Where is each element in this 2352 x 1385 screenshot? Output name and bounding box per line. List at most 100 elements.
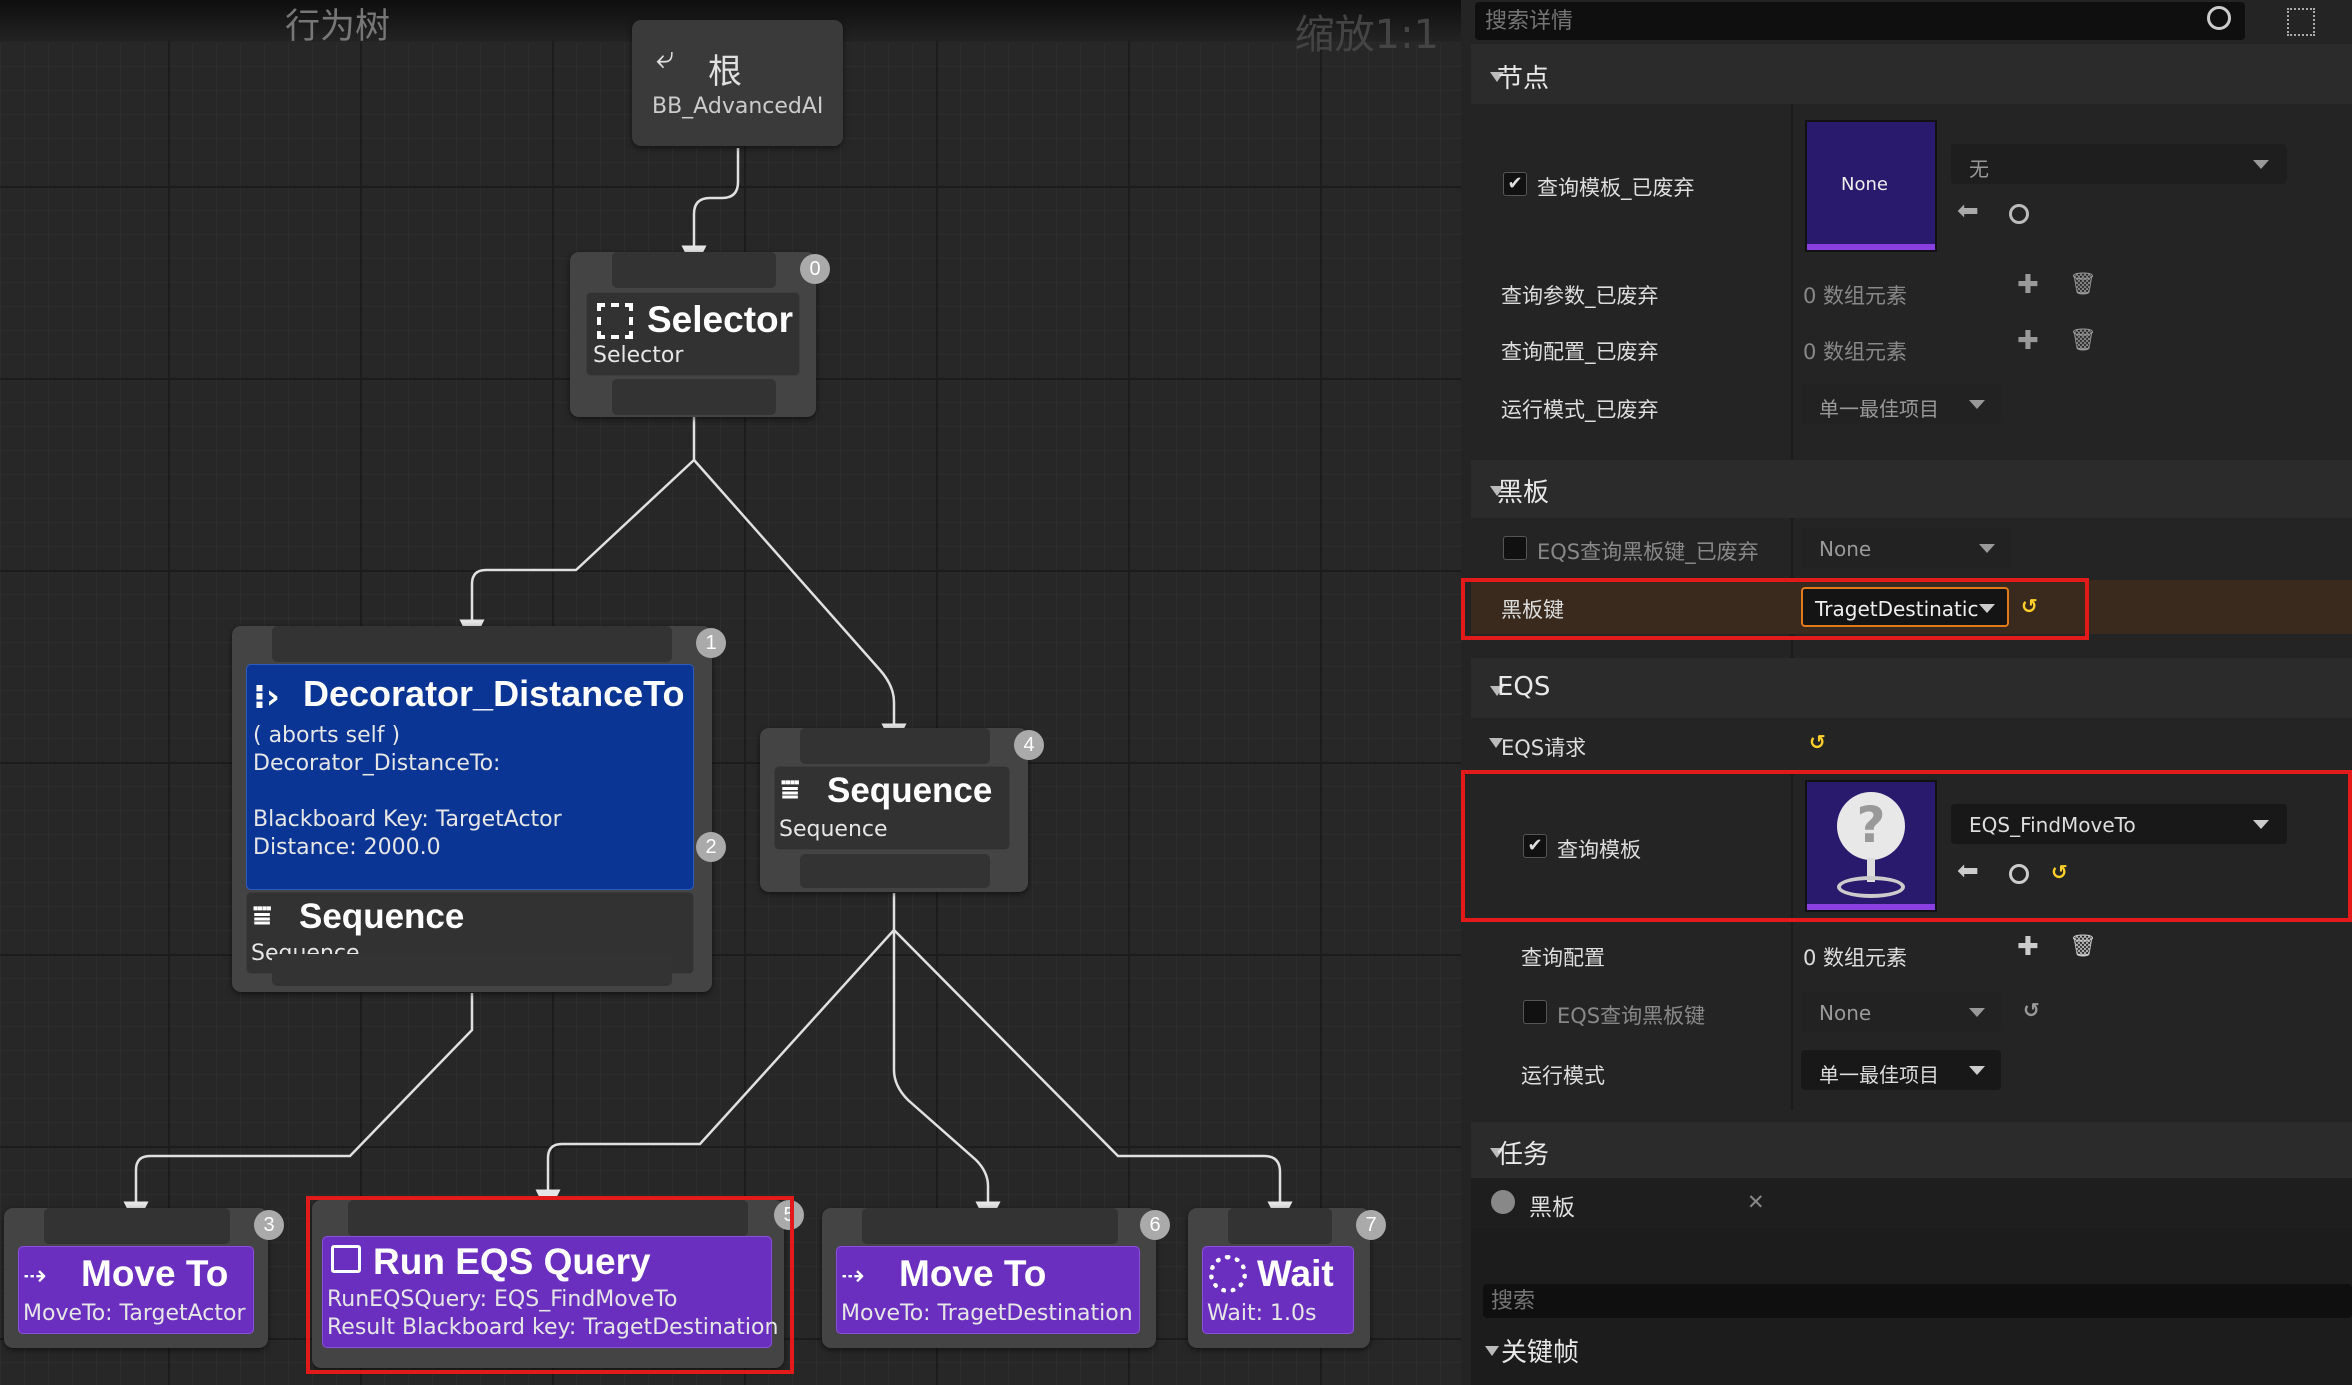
- sequence-left-input-pin[interactable]: [272, 626, 672, 662]
- reset-to-default-icon[interactable]: ↺: [2021, 594, 2038, 618]
- run-eqs-query-node[interactable]: Run EQS Query RunEQSQuery: EQS_FindMoveT…: [312, 1200, 804, 1368]
- trash-query-config-icon[interactable]: 🗑: [2069, 934, 2097, 959]
- decorator-icon: ⁝›: [253, 677, 280, 717]
- deprecated-asset-thumbnail[interactable]: None: [1805, 120, 1937, 252]
- keyframe-search-box[interactable]: [1483, 1284, 2352, 1318]
- run-eqs-result-line: Result Blackboard key: TragetDestination: [327, 1315, 779, 1340]
- deprecated-asset-combo[interactable]: 无: [1951, 144, 2287, 184]
- eqs-request-reset-icon[interactable]: ↺: [1809, 730, 1826, 754]
- query-template-value: EQS_FindMoveTo: [1969, 813, 2136, 837]
- sequence-right-index-badge: 4: [1014, 730, 1044, 760]
- sequence-right-title: Sequence: [827, 771, 993, 810]
- details-search-box[interactable]: [1475, 2, 2245, 40]
- run-eqs-highlight: [306, 1196, 794, 1374]
- eqs-pin-stem: [1867, 858, 1875, 882]
- query-template-thumbnail[interactable]: ?: [1805, 780, 1937, 912]
- graph-title: 行为树: [285, 7, 391, 47]
- browse-magnifier-icon[interactable]: [2009, 204, 2029, 224]
- wire-selector-sequence: [693, 459, 907, 749]
- chevron-down-icon-6: [1969, 1008, 1985, 1017]
- eqs-key-deprecated-combo[interactable]: None: [1801, 528, 2011, 568]
- eqs-key-deprecated-label: EQS查询黑板键_已废弃: [1537, 540, 1759, 564]
- query-template-reset-icon[interactable]: ↺: [2051, 860, 2068, 884]
- move-to-1-input-pin[interactable]: [44, 1208, 230, 1244]
- section-blackboard-header[interactable]: [1471, 460, 2352, 518]
- move-to-2-input-pin[interactable]: [862, 1208, 1118, 1244]
- trash-config-icon[interactable]: 🗑: [2069, 328, 2097, 353]
- eqs-bb-key-value: None: [1819, 1001, 1872, 1025]
- trash-icon[interactable]: 🗑: [2069, 272, 2097, 297]
- wait-node[interactable]: Wait Wait: 1.0s 7: [1188, 1208, 1386, 1348]
- sequence-right-node[interactable]: ⩸ Sequence Sequence 4: [760, 728, 1044, 892]
- wait-subtitle: Wait: 1.0s: [1207, 1301, 1317, 1326]
- eqs-request-chevron-icon[interactable]: [1489, 738, 1503, 748]
- section-node-chevron-icon[interactable]: [1490, 72, 1504, 82]
- keyframe-search-input[interactable]: [1491, 1286, 2331, 1316]
- sequence-left-output-pin[interactable]: [272, 954, 672, 986]
- eqs-bb-key-combo[interactable]: None: [1801, 992, 2001, 1032]
- selector-output-pin[interactable]: [612, 379, 776, 415]
- deprecated-asset-value: 无: [1969, 157, 1989, 181]
- run-mode-deprecated-combo[interactable]: 单一最佳项目: [1801, 384, 2001, 424]
- eqs-key-deprecated-checkbox[interactable]: [1503, 536, 1527, 560]
- wait-input-pin[interactable]: [1228, 1208, 1332, 1244]
- blackboard-tab-label[interactable]: 黑板: [1529, 1195, 1575, 1221]
- section-blackboard-label: 黑板: [1497, 478, 1550, 508]
- browse-magnifier-icon-2[interactable]: [2009, 864, 2029, 884]
- sequence-left-node[interactable]: ⁝› Decorator_DistanceTo ( aborts self ) …: [232, 626, 726, 992]
- selector-input-pin[interactable]: [612, 252, 776, 288]
- details-search-input[interactable]: [1485, 6, 2175, 36]
- behavior-tree-graph[interactable]: 行为树 缩放1:1 ⤶ 根 BB_AdvancedAI Selector Sel…: [0, 0, 1461, 1385]
- close-tab-icon[interactable]: ✕: [1747, 1190, 1765, 1214]
- column-divider: [1791, 104, 1793, 464]
- wire-sequence-wait: [893, 929, 1293, 1227]
- section-eqs-header[interactable]: [1471, 658, 2352, 718]
- section-blackboard-chevron-icon[interactable]: [1490, 486, 1504, 496]
- section-eqs-chevron-icon[interactable]: [1490, 686, 1504, 696]
- eqs-bb-key-checkbox[interactable]: [1523, 1000, 1547, 1024]
- section-task-chevron-icon[interactable]: [1490, 1148, 1504, 1158]
- move-to-1-node[interactable]: ⇢ Move To MoveTo: TargetActor 3: [4, 1208, 284, 1348]
- template-type-bar: [1807, 904, 1935, 910]
- query-template-deprecated-checkbox[interactable]: ✔: [1503, 172, 1527, 196]
- query-template-checkbox[interactable]: ✔: [1523, 834, 1547, 858]
- use-selected-arrow-icon[interactable]: ⬅: [1957, 196, 1979, 226]
- query-template-highlight: [1461, 770, 2352, 922]
- use-selected-arrow-icon-2[interactable]: ⬅: [1957, 856, 1979, 886]
- query-template-combo[interactable]: EQS_FindMoveTo: [1951, 804, 2287, 844]
- wire-sequence-moveto1: [123, 993, 474, 1227]
- search-icon[interactable]: [2207, 6, 2231, 30]
- section-node-header[interactable]: [1471, 44, 2352, 104]
- wire-root-selector: [681, 148, 740, 271]
- eqs-bb-key-reset-icon[interactable]: ↺: [2023, 998, 2040, 1022]
- section-node-label: 节点: [1497, 64, 1550, 94]
- add-config-plus-icon[interactable]: ✚: [2017, 326, 2039, 356]
- run-mode-deprecated-value: 单一最佳项目: [1819, 397, 1939, 421]
- selector-subtitle: Selector: [593, 343, 684, 368]
- move-to-2-title: Move To: [899, 1253, 1047, 1294]
- selector-node[interactable]: Selector Selector 0: [570, 252, 830, 417]
- sequence-right-input-pin[interactable]: [800, 728, 990, 764]
- run-mode-combo[interactable]: 单一最佳项目: [1801, 1050, 2001, 1090]
- section-keyframe-chevron-icon[interactable]: [1485, 1346, 1499, 1356]
- wait-icon: [1209, 1255, 1247, 1293]
- eqs-key-deprecated-value: None: [1819, 537, 1872, 561]
- move-to-2-node[interactable]: ⇢ Move To MoveTo: TragetDestination 6: [822, 1208, 1170, 1348]
- run-eqs-input-pin[interactable]: [348, 1200, 748, 1236]
- decorator-title: Decorator_DistanceTo: [303, 673, 685, 714]
- root-node[interactable]: ⤶ 根 BB_AdvancedAI: [632, 20, 843, 146]
- move-to-1-index-badge: 3: [254, 1210, 284, 1240]
- property-matrix-icon[interactable]: [2287, 8, 2315, 36]
- chevron-down-icon-7: [1969, 1066, 1985, 1075]
- decorator-node[interactable]: ⁝› Decorator_DistanceTo ( aborts self ) …: [246, 664, 694, 890]
- add-query-config-plus-icon[interactable]: ✚: [2017, 932, 2039, 962]
- bb-key-combo[interactable]: TragetDestinatic: [1801, 587, 2009, 627]
- sequence-right-output-pin[interactable]: [800, 854, 990, 888]
- run-eqs-index-badge: 5: [774, 1200, 804, 1230]
- chevron-down-icon-4: [1979, 604, 1995, 613]
- bb-key-label: 黑板键: [1501, 598, 1564, 622]
- add-element-plus-icon[interactable]: ✚: [2017, 270, 2039, 300]
- eqs-pin-icon: ?: [1837, 792, 1905, 860]
- sequence-right-icon: ⩸: [781, 773, 800, 808]
- section-task-header[interactable]: [1471, 1122, 2352, 1178]
